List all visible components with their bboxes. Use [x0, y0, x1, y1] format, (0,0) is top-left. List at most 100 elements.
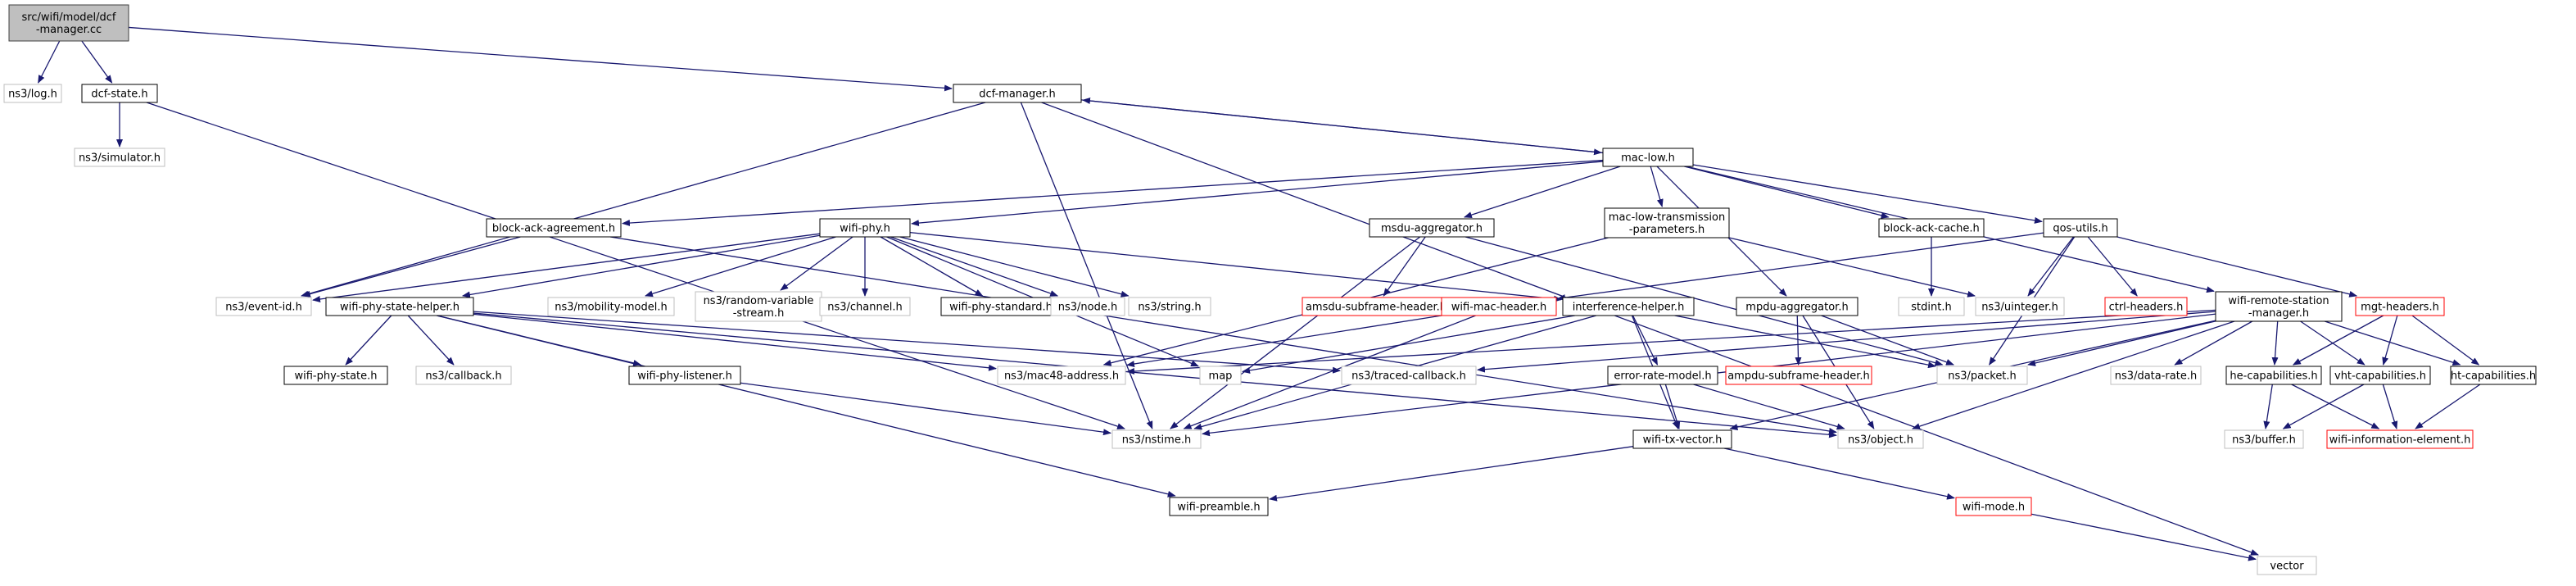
node-channel[interactable]: ns3/channel.h [819, 297, 911, 316]
node-box [1878, 218, 1985, 238]
node-label: ns3/event-id.h [225, 302, 302, 314]
edge-wifi-mode-to-vector [2030, 513, 2257, 561]
node-vht-capabilities[interactable]: vht-capabilities.h [2329, 366, 2431, 385]
node-node[interactable]: ns3/node.h [1050, 297, 1125, 316]
node-box [2215, 291, 2343, 322]
node-random-variable-stream[interactable]: ns3/random-variable-stream.h [695, 291, 822, 322]
node-map[interactable]: map [1199, 366, 1242, 385]
node-label: dcf-state.h [91, 89, 147, 101]
node-wifi-information-element[interactable]: wifi-information-element.h [2326, 429, 2474, 449]
node-callback[interactable]: ns3/callback.h [415, 366, 512, 385]
node-label: wifi-mac-header.h [1451, 302, 1547, 314]
node-vector[interactable]: vector [2257, 556, 2317, 575]
node-box [695, 291, 822, 322]
node-root[interactable]: src/wifi/model/dcf-manager.cc [8, 4, 129, 42]
node-interference-helper[interactable]: interference-helper.h [1562, 297, 1695, 316]
node-simulator[interactable]: ns3/simulator.h [74, 148, 165, 167]
node-box [1128, 297, 1211, 316]
node-mobility-model[interactable]: ns3/mobility-model.h [547, 297, 675, 316]
node-amsdu-subframe-header[interactable]: amsdu-subframe-header.h [1302, 297, 1451, 316]
node-box [1725, 366, 1872, 385]
edge-wifi-remote-station-manager-to-traced-callback [1477, 311, 2216, 373]
node-box [1955, 497, 2032, 516]
node-wifi-phy[interactable]: wifi-phy.h [819, 218, 911, 238]
node-label: mgt-headers.h [2361, 302, 2439, 314]
edge-mac-low-to-mac-low-tx-params [1650, 166, 1664, 207]
edge-error-rate-model-to-object [1693, 384, 1845, 430]
node-stdint[interactable]: stdint.h [1898, 297, 1965, 316]
edge-wifi-mac-header-to-mac48-address [1126, 315, 1442, 367]
node-mac48-address[interactable]: ns3/mac48-address.h [997, 366, 1126, 385]
node-label: ctrl-headers.h [2109, 302, 2184, 314]
node-label: ns3/object.h [1848, 434, 1913, 447]
node-object[interactable]: ns3/object.h [1837, 429, 1924, 449]
edge-wifi-phy-state-helper-to-traced-callback [473, 311, 1341, 374]
node-qos-utils[interactable]: qos-utils.h [2043, 218, 2118, 238]
node-ampdu-subframe-header[interactable]: ampdu-subframe-header.h [1725, 366, 1872, 385]
node-label: wifi-phy-state.h [294, 370, 377, 383]
edge-mac-low-to-msdu-aggregator [1463, 166, 1621, 219]
edge-wifi-phy-to-interference-helper [909, 232, 1562, 302]
node-box [2326, 429, 2474, 449]
edge-mac-low-to-qos-utils [1692, 164, 2043, 224]
edge-dcf-manager-to-event-id [301, 102, 986, 298]
node-box [819, 297, 911, 316]
node-wifi-phy-listener[interactable]: wifi-phy-listener.h [628, 366, 741, 385]
node-he-capabilities[interactable]: he-capabilities.h [2225, 366, 2322, 385]
node-label: ns3/log.h [8, 89, 57, 101]
node-box [2110, 366, 2202, 385]
node-wifi-phy-state[interactable]: wifi-phy-state.h [283, 366, 388, 385]
edge-wifi-phy-to-node [890, 236, 1059, 297]
node-string[interactable]: ns3/string.h [1128, 297, 1211, 316]
node-label: amsdu-subframe-header.h [1306, 302, 1446, 314]
edge-wifi-remote-station-manager-to-data-rate [2174, 320, 2253, 366]
edge-wifi-remote-station-manager-to-mac48-address [1126, 309, 2216, 375]
node-wifi-tx-vector[interactable]: wifi-tx-vector.h [1632, 429, 1732, 449]
node-mac-low-tx-params[interactable]: mac-low-transmission-parameters.h [1604, 207, 1730, 238]
node-dcf-state[interactable]: dcf-state.h [81, 84, 158, 103]
node-box [1050, 297, 1125, 316]
node-block-ack-agreement[interactable]: block-ack-agreement.h [486, 218, 622, 238]
node-wifi-phy-state-helper[interactable]: wifi-phy-state-helper.h [325, 297, 474, 316]
node-box [1632, 429, 1732, 449]
node-wifi-remote-station-manager[interactable]: wifi-remote-station-manager.h [2215, 291, 2343, 322]
node-packet[interactable]: ns3/packet.h [1936, 366, 2028, 385]
node-label: ns3/data-rate.h [2115, 370, 2197, 383]
node-box [1369, 218, 1495, 238]
node-box [1441, 297, 1557, 316]
node-box [1736, 297, 1858, 316]
node-label: wifi-phy.h [840, 223, 890, 235]
node-wifi-mode[interactable]: wifi-mode.h [1955, 497, 2032, 516]
node-wifi-mac-header[interactable]: wifi-mac-header.h [1441, 297, 1557, 316]
node-nstime[interactable]: ns3/nstime.h [1111, 429, 1202, 449]
node-box [997, 366, 1126, 385]
node-label: vht-capabilities.h [2334, 370, 2426, 383]
node-dcf-manager[interactable]: dcf-manager.h [953, 84, 1082, 103]
node-wifi-phy-standard[interactable]: wifi-phy-standard.h [940, 297, 1062, 316]
node-log[interactable]: ns3/log.h [3, 84, 62, 103]
edge-root-to-log [38, 40, 61, 84]
edge-wifi-tx-vector-to-wifi-mode [1723, 447, 1955, 500]
node-label: qos-utils.h [2053, 223, 2107, 235]
node-block-ack-cache[interactable]: block-ack-cache.h [1878, 218, 1985, 238]
node-error-rate-model[interactable]: error-rate-model.h [1607, 366, 1718, 385]
node-label: ns3/traced-callback.h [1351, 370, 1466, 383]
edge-block-ack-agreement-to-event-id [301, 236, 521, 298]
node-event-id[interactable]: ns3/event-id.h [215, 297, 312, 316]
node-buffer[interactable]: ns3/buffer.h [2224, 429, 2304, 449]
node-ctrl-headers[interactable]: ctrl-headers.h [2104, 297, 2188, 316]
node-traced-callback[interactable]: ns3/traced-callback.h [1341, 366, 1477, 385]
node-box [1837, 429, 1924, 449]
node-mgt-headers[interactable]: mgt-headers.h [2355, 297, 2445, 316]
node-msdu-aggregator[interactable]: msdu-aggregator.h [1369, 218, 1495, 238]
node-box [1975, 297, 2065, 316]
node-mpdu-aggregator[interactable]: mpdu-aggregator.h [1736, 297, 1858, 316]
node-uinteger[interactable]: ns3/uinteger.h [1975, 297, 2065, 316]
node-ht-capabilities[interactable]: ht-capabilities.h [2450, 366, 2537, 385]
node-wifi-preamble[interactable]: wifi-preamble.h [1169, 497, 1269, 516]
edge-ht-capabilities-to-wifi-information-element [2415, 384, 2481, 429]
node-data-rate[interactable]: ns3/data-rate.h [2110, 366, 2202, 385]
node-mac-low[interactable]: mac-low.h [1602, 148, 1694, 167]
edge-wifi-phy-to-mobility-model [645, 236, 836, 298]
node-box [415, 366, 512, 385]
